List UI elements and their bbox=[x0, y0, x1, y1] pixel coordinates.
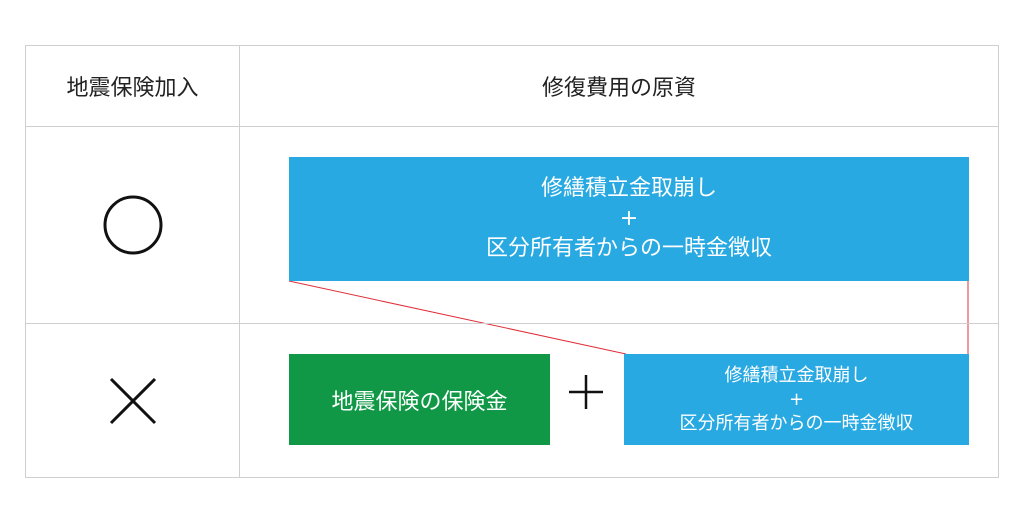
header-divider bbox=[26, 126, 998, 127]
comparison-table: 地震保険加入 修復費用の原資 bbox=[25, 45, 999, 478]
row-divider bbox=[26, 323, 998, 324]
header-insurance: 地震保険加入 bbox=[66, 76, 199, 101]
insurance-payout-box: 地震保険の保険金 bbox=[289, 354, 550, 445]
funding-line-reserve: 修繕積立金取崩し bbox=[540, 176, 717, 201]
row-uninsured-mark bbox=[26, 324, 239, 478]
column-divider bbox=[239, 46, 240, 477]
plus-icon bbox=[569, 375, 603, 409]
funding-line-plus: + bbox=[619, 206, 639, 231]
insurance-payout-label: 地震保険の保険金 bbox=[331, 389, 508, 415]
funding-box-insured: 修繕積立金取崩し + 区分所有者からの一時金徴収 bbox=[289, 157, 969, 281]
cross-icon bbox=[109, 377, 156, 425]
circle-icon bbox=[103, 195, 162, 255]
row-insured-mark bbox=[26, 127, 239, 323]
funding-line-levy: 区分所有者からの一時金徴収 bbox=[485, 236, 772, 261]
funding-line-levy: 区分所有者からの一時金徴収 bbox=[679, 412, 914, 434]
funding-line-reserve: 修繕積立金取崩し bbox=[724, 364, 869, 386]
funding-box-uninsured: 修繕積立金取崩し + 区分所有者からの一時金徴収 bbox=[624, 354, 969, 445]
funding-line-plus: + bbox=[788, 388, 805, 410]
header-funding-source: 修復費用の原資 bbox=[541, 76, 696, 101]
